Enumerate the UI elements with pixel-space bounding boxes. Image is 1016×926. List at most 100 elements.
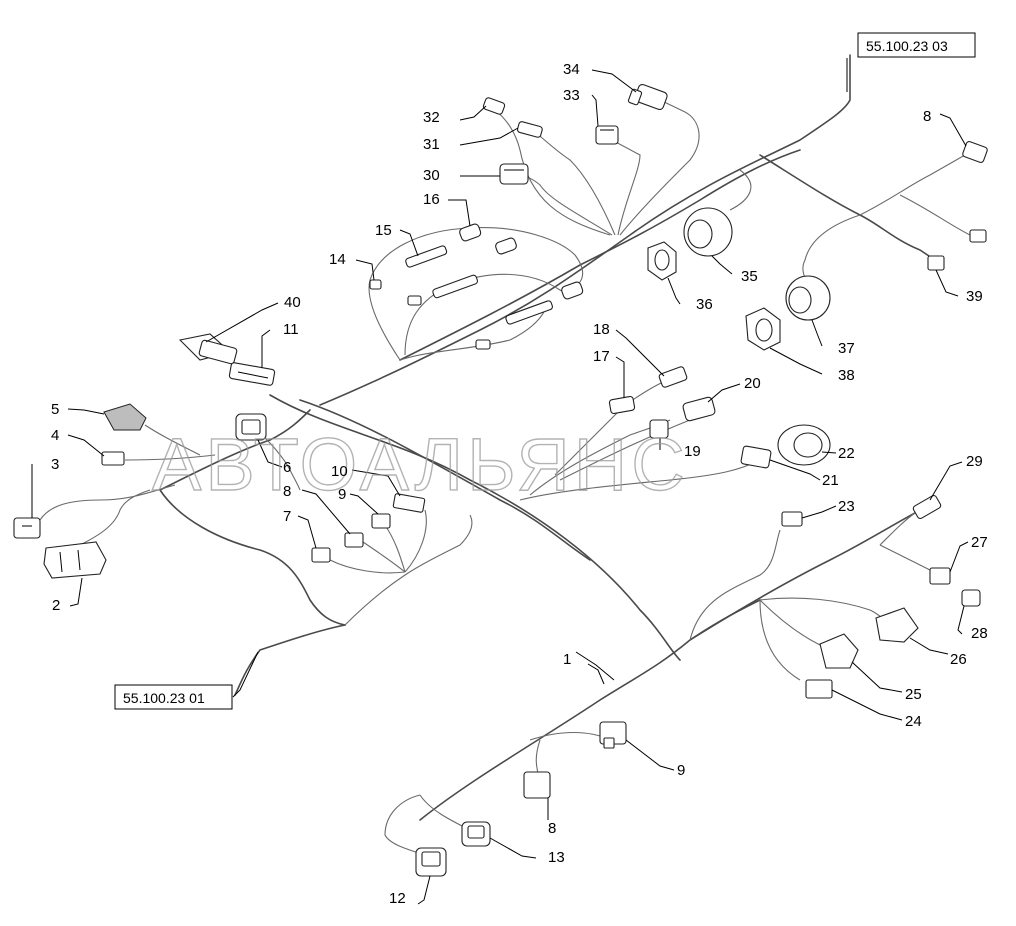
trunk-to-25 (689, 599, 761, 641)
wire-to-2 (79, 489, 151, 546)
connector-10 (392, 493, 426, 513)
main-trunk-1 (419, 504, 931, 821)
watermark-text: АВТОАЛЬЯНС (152, 423, 689, 506)
wire-to-12 (384, 794, 426, 856)
callout-20: 20 (744, 375, 761, 392)
connectors (13, 83, 988, 877)
callout-33: 33 (563, 87, 580, 104)
connector-31 (516, 121, 543, 138)
connector-21 (740, 445, 772, 469)
wire-to-5 (144, 424, 201, 456)
wire-to-8-left (359, 539, 406, 573)
connector-12 (415, 847, 447, 877)
callout-32: 32 (423, 109, 440, 126)
leader-lines (31, 58, 969, 905)
callout-12: 12 (389, 890, 406, 907)
callout-1: 1 (563, 651, 571, 668)
connector-23 (781, 511, 803, 527)
connector-11 (228, 362, 276, 386)
left-cluster-main (159, 409, 311, 491)
wire-to-6 (249, 424, 301, 491)
connector-24 (805, 679, 833, 699)
callout-4: 4 (51, 427, 59, 444)
connector-37 (785, 275, 831, 321)
callout-28: 28 (971, 625, 988, 642)
trunk-upper (319, 54, 851, 406)
callout-26: 26 (950, 651, 967, 668)
callout-38: 38 (838, 367, 855, 384)
reference-label-top: 55.100.23 03 (857, 32, 976, 58)
branch-35 (729, 169, 752, 211)
wire-to-9-left (384, 524, 406, 573)
connector-35 (683, 207, 733, 257)
connector-2 (43, 541, 107, 579)
connector-8-left (344, 532, 364, 548)
callout-8-left: 8 (283, 483, 291, 500)
callout-25: 25 (905, 686, 922, 703)
branch-31 (534, 131, 616, 236)
branch-19-21 (519, 459, 761, 501)
connector-14 (369, 279, 491, 350)
connector-34 (627, 83, 668, 111)
callout-16: 16 (423, 191, 440, 208)
callout-18: 18 (593, 321, 610, 338)
callout-19: 19 (684, 443, 701, 460)
wire-to-4 (124, 454, 216, 461)
callout-13: 13 (548, 849, 565, 866)
connector-9-left (371, 513, 391, 529)
connector-8-top (962, 141, 988, 163)
callout-2: 2 (52, 597, 60, 614)
connector-39 (927, 255, 945, 271)
callout-17: 17 (593, 348, 610, 365)
branch-30 (519, 175, 613, 236)
connector-18 (658, 366, 688, 388)
connector-33 (595, 125, 619, 145)
callout-31: 31 (423, 136, 440, 153)
callout-5: 5 (51, 401, 59, 418)
callout-7: 7 (283, 508, 291, 525)
connector-9-bottom (599, 721, 627, 749)
callout-3: 3 (51, 456, 59, 473)
wire-to-10 (404, 509, 427, 573)
trunk-left-diagonal (269, 394, 681, 661)
loop-lower (399, 309, 546, 361)
branch-20 (559, 409, 701, 481)
trunk-left-diagonal-b (299, 399, 591, 561)
connector-5 (103, 403, 147, 431)
callout-14: 14 (329, 251, 346, 268)
wire-to-23 (689, 529, 781, 641)
wire-to-7 (329, 559, 406, 574)
branch-to-37 (802, 214, 861, 286)
connector-15 (405, 245, 553, 325)
callout-29: 29 (966, 453, 983, 470)
reference-label-bottom: 55.100.23 01 (114, 684, 233, 710)
wire-lower-left (159, 489, 346, 626)
callout-35: 35 (741, 268, 758, 285)
trunk-upper-b (399, 149, 801, 361)
callout-8-bottom: 8 (548, 820, 556, 837)
wire-to-26 (759, 597, 891, 629)
wire-to-25 (759, 599, 821, 646)
callout-36: 36 (696, 296, 713, 313)
callout-21: 21 (822, 472, 839, 489)
callout-10: 10 (331, 463, 348, 480)
callout-24: 24 (905, 713, 922, 730)
branch-32 (494, 109, 611, 236)
callout-labels: 34 33 32 31 30 16 15 14 40 11 5 4 3 2 6 … (51, 61, 988, 907)
connector-29 (912, 494, 942, 520)
connector-16 (459, 223, 584, 300)
callout-15: 15 (375, 222, 392, 239)
connector-7 (311, 547, 331, 563)
wire-to-29 (879, 512, 916, 546)
callout-40: 40 (284, 294, 301, 311)
callout-34: 34 (563, 61, 580, 78)
callout-8-top: 8 (923, 108, 931, 125)
callout-23: 23 (838, 498, 855, 515)
callout-22: 22 (838, 445, 855, 462)
reference-label-top-text: 55.100.23 03 (866, 38, 948, 54)
callout-11: 11 (283, 321, 299, 338)
wire-to-9-bottom (529, 731, 611, 741)
connector-38 (745, 307, 781, 351)
reference-label-bottom-text: 55.100.23 01 (123, 690, 205, 706)
